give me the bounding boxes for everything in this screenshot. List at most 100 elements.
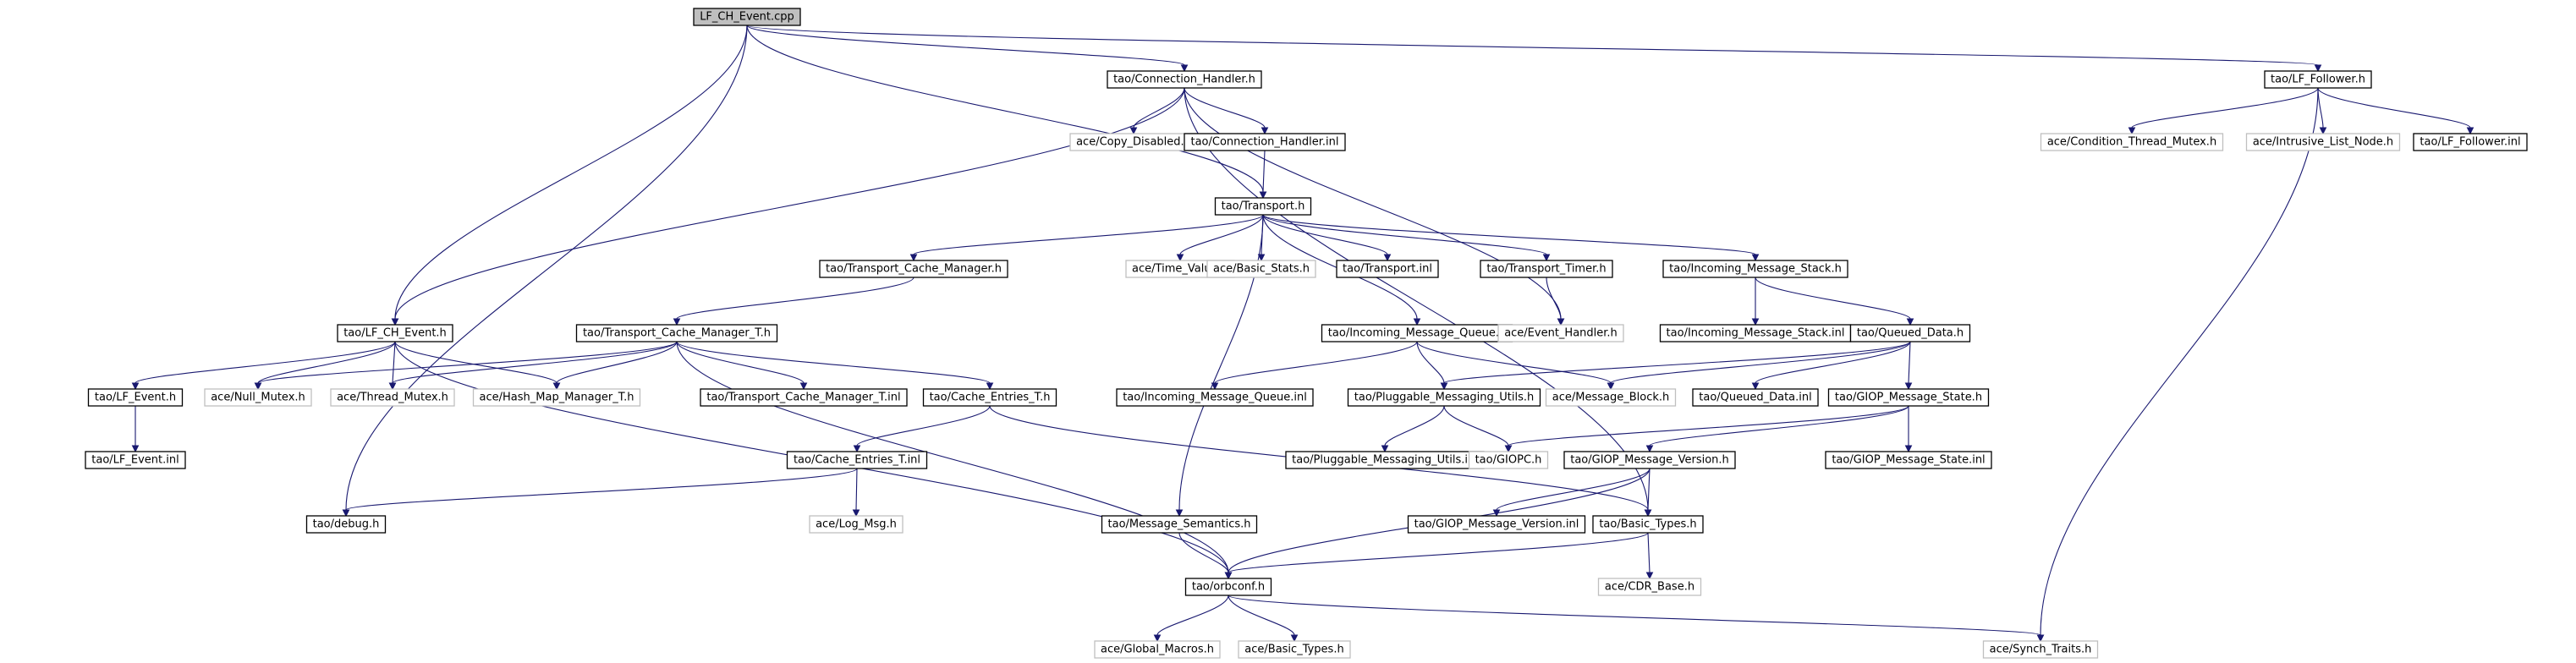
edge-tao-transport-cache-manager-h-to-tao-transport-cache-manager-t-h xyxy=(673,277,915,326)
node-tao-giop-message-version-inl[interactable]: tao/GIOP_Message_Version.inl xyxy=(1407,515,1586,534)
node-ace-synch-traits-h[interactable]: ace/Synch_Traits.h xyxy=(1982,640,2099,659)
edge-tao-transport-h-to-ace-time-value-h xyxy=(1176,214,1264,262)
node-tao-transport-h[interactable]: tao/Transport.h xyxy=(1214,197,1312,216)
edge-tao-lf-follower-h-to-tao-lf-follower-inl xyxy=(2317,87,2474,135)
edge-arrowhead xyxy=(1176,254,1184,262)
edge-tao-transport-h-to-tao-transport-cache-manager-h xyxy=(909,214,1264,262)
edge-tao-connection-handler-h-to-ace-copy-disabled-h xyxy=(1129,87,1185,135)
edge-line xyxy=(1262,150,1266,193)
node-tao-message-semantics-h[interactable]: tao/Message_Semantics.h xyxy=(1101,515,1258,534)
node-tao-lf-event-inl[interactable]: tao/LF_Event.inl xyxy=(85,451,186,469)
node-ace-cdr-base-h[interactable]: ace/CDR_Base.h xyxy=(1597,578,1702,596)
node-ace-condition-thread-mutex-h[interactable]: ace/Condition_Thread_Mutex.h xyxy=(2040,133,2224,151)
node-ace-copy-disabled-h[interactable]: ace/Copy_Disabled.h xyxy=(1069,133,1198,151)
node-ace-thread-mutex-h[interactable]: ace/Thread_Mutex.h xyxy=(330,388,455,407)
node-tao-queued-data-inl[interactable]: tao/Queued_Data.inl xyxy=(1692,388,1819,407)
node-label: ace/Intrusive_List_Node.h xyxy=(2253,136,2393,149)
edge-tao-incoming-message-queue-h-to-tao-pluggable-messaging-utils-h xyxy=(1416,341,1448,391)
edge-line xyxy=(2131,87,2319,129)
node-ace-hash-map-manager-t-h[interactable]: ace/Hash_Map_Manager_T.h xyxy=(472,388,641,407)
edge-line xyxy=(1262,214,1756,255)
node-tao-cache-entries-t-h[interactable]: tao/Cache_Entries_T.h xyxy=(922,388,1057,407)
edge-arrowhead xyxy=(1259,191,1267,200)
edge-arrowhead xyxy=(852,509,860,518)
node-tao-transport-inl[interactable]: tao/Transport.inl xyxy=(1336,260,1439,278)
node-box xyxy=(330,388,455,407)
edge-tao-transport-h-to-tao-incoming-message-stack-h xyxy=(1262,214,1760,262)
edge-arrowhead xyxy=(1413,318,1421,326)
node-ace-message-block-h[interactable]: ace/Message_Block.h xyxy=(1545,388,1677,407)
edge-arrowhead xyxy=(391,318,399,326)
node-ace-event-handler-h[interactable]: ace/Event_Handler.h xyxy=(1497,324,1624,342)
node-tao-giopc-h[interactable]: tao/GIOPC.h xyxy=(1468,451,1549,469)
node-box xyxy=(204,388,312,407)
node-label: ace/Synch_Traits.h xyxy=(1990,644,2092,656)
node-label: tao/GIOPC.h xyxy=(1475,454,1542,467)
node-ace-basic-stats-h[interactable]: ace/Basic_Stats.h xyxy=(1206,260,1316,278)
node-tao-incoming-message-queue-inl[interactable]: tao/Incoming_Message_Queue.inl xyxy=(1116,388,1314,407)
edge-line xyxy=(345,25,748,511)
node-tao-lf-ch-event-h[interactable]: tao/LF_CH_Event.h xyxy=(337,324,453,342)
node-tao-pluggable-messaging-utils-h[interactable]: tao/Pluggable_Messaging_Utils.h xyxy=(1347,388,1541,407)
edge-lf-ch-event-cpp-to-tao-lf-follower-h xyxy=(746,25,2322,73)
node-tao-cache-entries-t-inl[interactable]: tao/Cache_Entries_T.inl xyxy=(786,451,928,469)
node-label: tao/Connection_Handler.h xyxy=(1113,74,1255,86)
node-ace-null-mutex-h[interactable]: ace/Null_Mutex.h xyxy=(204,388,312,407)
node-tao-incoming-message-stack-h[interactable]: tao/Incoming_Message_Stack.h xyxy=(1662,260,1848,278)
edge-line xyxy=(1546,277,1562,320)
node-box xyxy=(305,515,387,534)
node-label: ace/Global_Macros.h xyxy=(1101,644,1214,656)
node-label: ace/Thread_Mutex.h xyxy=(337,392,448,404)
edge-arrowhead xyxy=(1906,318,1914,326)
node-tao-transport-cache-manager-t-h[interactable]: tao/Transport_Cache_Manager_T.h xyxy=(575,324,778,342)
node-box xyxy=(2413,133,2528,151)
node-tao-queued-data-h[interactable]: tao/Queued_Data.h xyxy=(1849,324,1971,342)
edge-arrowhead xyxy=(254,382,262,391)
node-tao-basic-types-h[interactable]: tao/Basic_Types.h xyxy=(1592,515,1704,534)
node-ace-global-macros-h[interactable]: ace/Global_Macros.h xyxy=(1094,640,1221,659)
node-tao-lf-follower-h[interactable]: tao/LF_Follower.h xyxy=(2264,70,2372,89)
edge-tao-orbconf-h-to-ace-synch-traits-h xyxy=(1228,595,2045,643)
edge-tao-transport-cache-manager-t-h-to-ace-null-mutex-h xyxy=(254,341,678,391)
node-tao-transport-timer-h[interactable]: tao/Transport_Timer.h xyxy=(1480,260,1613,278)
edge-arrowhead xyxy=(1645,572,1654,580)
node-tao-incoming-message-queue-h[interactable]: tao/Incoming_Message_Queue.h xyxy=(1321,324,1513,342)
edge-line xyxy=(855,468,858,511)
edge-arrowhead xyxy=(131,382,140,391)
node-label: tao/GIOP_Message_Version.h xyxy=(1570,454,1729,467)
node-tao-incoming-message-stack-inl[interactable]: tao/Incoming_Message_Stack.inl xyxy=(1659,324,1852,342)
edge-line xyxy=(257,341,678,384)
edge-line xyxy=(1384,405,1445,447)
node-tao-debug-h[interactable]: tao/debug.h xyxy=(305,515,387,534)
node-tao-giop-message-state-inl[interactable]: tao/GIOP_Message_State.inl xyxy=(1825,451,1992,469)
dependency-edges xyxy=(131,25,2474,643)
edge-lf-ch-event-cpp-to-tao-lf-ch-event-h xyxy=(391,25,748,326)
node-tao-connection-handler-h[interactable]: tao/Connection_Handler.h xyxy=(1107,70,1262,89)
edge-line xyxy=(1647,468,1651,511)
edge-tao-transport-cache-manager-t-h-to-tao-cache-entries-t-h xyxy=(676,341,994,391)
edge-arrowhead xyxy=(342,509,350,518)
node-tao-lf-event-h[interactable]: tao/LF_Event.h xyxy=(87,388,184,407)
node-tao-orbconf-h[interactable]: tao/orbconf.h xyxy=(1184,578,1272,596)
node-tao-giop-message-version-h[interactable]: tao/GIOP_Message_Version.h xyxy=(1563,451,1736,469)
node-ace-intrusive-list-node-h[interactable]: ace/Intrusive_List_Node.h xyxy=(2245,133,2401,151)
node-tao-lf-follower-inl[interactable]: tao/LF_Follower.inl xyxy=(2413,133,2528,151)
node-ace-log-msg-h[interactable]: ace/Log_Msg.h xyxy=(809,515,904,534)
edge-tao-connection-handler-inl-to-tao-transport-h xyxy=(1259,150,1267,200)
edge-arrowhead xyxy=(1607,382,1615,391)
node-tao-transport-cache-manager-h[interactable]: tao/Transport_Cache_Manager.h xyxy=(819,260,1008,278)
node-box xyxy=(1825,451,1992,469)
edge-line xyxy=(1443,405,1509,447)
node-lf-ch-event-cpp[interactable]: LF_CH_Event.cpp xyxy=(693,8,801,26)
node-label: LF_CH_Event.cpp xyxy=(700,11,794,24)
node-box xyxy=(1468,451,1549,469)
node-tao-transport-cache-manager-t-inl[interactable]: tao/Transport_Cache_Manager_T.inl xyxy=(700,388,908,407)
node-tao-pluggable-messaging-utils-inl[interactable]: tao/Pluggable_Messaging_Utils.inl xyxy=(1285,451,1485,469)
node-tao-giop-message-state-h[interactable]: tao/GIOP_Message_State.h xyxy=(1827,388,1990,407)
node-tao-connection-handler-inl[interactable]: tao/Connection_Handler.inl xyxy=(1184,133,1346,151)
node-label: tao/Transport_Cache_Manager.h xyxy=(826,263,1002,276)
node-ace-basic-types-h[interactable]: ace/Basic_Types.h xyxy=(1238,640,1351,659)
edge-tao-basic-types-h-to-tao-orbconf-h xyxy=(1224,532,1649,580)
edge-tao-transport-cache-manager-t-h-to-ace-hash-map-manager-t-h xyxy=(552,341,678,391)
edge-tao-transport-timer-h-to-ace-event-handler-h xyxy=(1546,277,1565,326)
